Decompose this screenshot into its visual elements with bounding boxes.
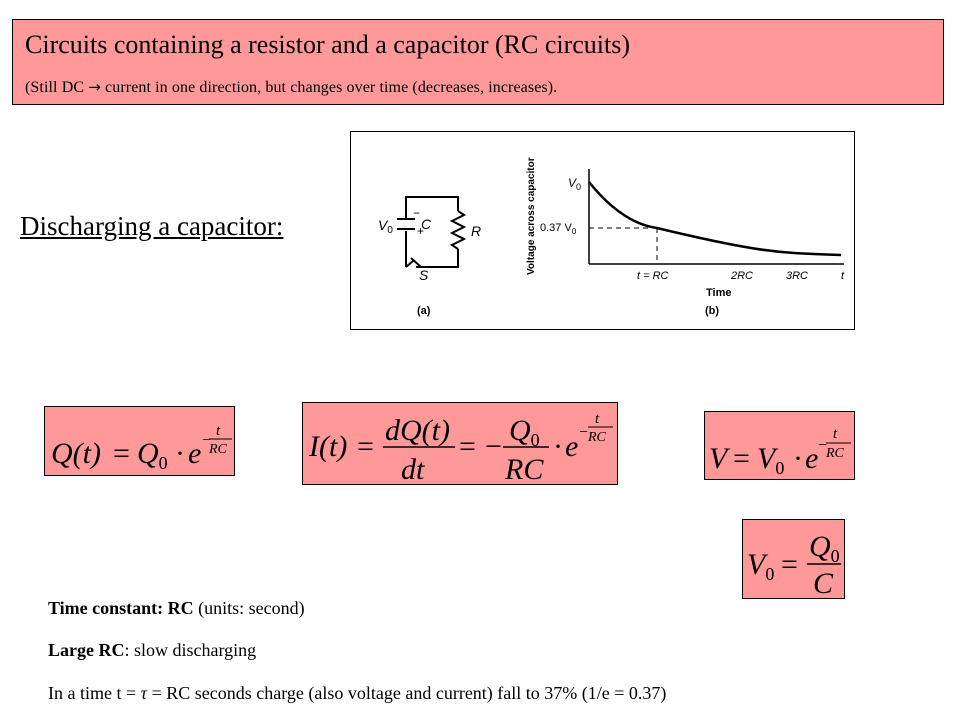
section-heading: Discharging a capacitor: xyxy=(20,211,284,241)
tick-label: 2RC xyxy=(730,270,753,282)
svg-text:Q0: Q0 xyxy=(809,530,840,566)
current-equation: I(t) = dQ(t) dt = − Q0 RC · e − t RC xyxy=(308,411,613,484)
note-time-constant-rest: (units: second) xyxy=(193,598,305,618)
svg-text:=: = xyxy=(113,437,130,470)
caption-a: (a) xyxy=(417,305,431,317)
tick-label: t xyxy=(841,270,845,282)
tau-symbol: τ xyxy=(140,683,148,703)
tick-label: 3RC xyxy=(786,270,808,282)
switch-contact xyxy=(405,260,414,268)
svg-text:V0: V0 xyxy=(757,442,784,478)
note-decay-part-a: In a time t = xyxy=(48,683,141,703)
svg-text:RC: RC xyxy=(825,446,845,461)
svg-text:dt: dt xyxy=(401,453,425,484)
rc-figure-drawing: V0 − + C R S (a) Voltage across capacito… xyxy=(378,157,845,317)
graph-axes xyxy=(588,169,844,265)
svg-text:−: − xyxy=(485,430,502,463)
v0-equation: V0 = Q0 C xyxy=(747,530,841,598)
graph-ylabel: Voltage across capacitor xyxy=(526,157,537,275)
graph-x-ticks: t = RC 2RC 3RC t xyxy=(637,270,845,282)
svg-text:t: t xyxy=(833,426,838,442)
graph-xlabel: Time xyxy=(706,287,731,299)
circuit-v0-label: V0 xyxy=(378,217,393,236)
note-time-constant-bold: Time constant: RC xyxy=(48,598,194,618)
svg-text:Q(t): Q(t) xyxy=(51,437,101,470)
v0-equation-box: V0 = Q0 C xyxy=(742,519,845,599)
svg-text:V0: V0 xyxy=(747,548,774,584)
svg-text:−: − xyxy=(818,437,827,454)
slide-title: Circuits containing a resistor and a cap… xyxy=(25,30,631,59)
right-arrow-icon: → xyxy=(88,78,101,96)
current-equation-box: I(t) = dQ(t) dt = − Q0 RC · e − t RC xyxy=(302,402,618,485)
switch-label: S xyxy=(419,267,429,283)
circuit-diagram xyxy=(397,196,467,268)
svg-text:RC: RC xyxy=(504,453,544,484)
note-decay-37: In a time t = τ = RC seconds charge (als… xyxy=(48,683,666,704)
caption-b: (b) xyxy=(705,305,719,317)
plus-sign: + xyxy=(417,224,424,238)
tick-label: t = RC xyxy=(637,270,669,282)
svg-text:·: · xyxy=(175,437,185,470)
svg-text:V: V xyxy=(709,442,731,475)
svg-text:=: = xyxy=(357,430,374,463)
note-large-rc: Large RC: slow discharging xyxy=(48,640,256,661)
svg-text:e: e xyxy=(565,430,578,463)
note-time-constant: Time constant: RC (units: second) xyxy=(48,598,305,619)
resistor-zigzag xyxy=(449,210,467,250)
decay-curve xyxy=(588,181,842,257)
svg-text:C: C xyxy=(813,567,834,598)
svg-text:·: · xyxy=(793,442,803,475)
note-large-rc-rest: : slow discharging xyxy=(124,640,257,660)
svg-text:I(t): I(t) xyxy=(308,430,347,463)
subtitle-prefix: (Still DC xyxy=(25,79,85,96)
resistor-label: R xyxy=(471,223,481,239)
graph-v0-label: V0 xyxy=(568,176,581,192)
charge-equation-box: Q(t) = Q0 · e − t RC xyxy=(44,406,235,476)
rc-guide-lines xyxy=(589,227,658,264)
svg-text:RC: RC xyxy=(587,430,607,445)
svg-text:dQ(t): dQ(t) xyxy=(385,414,450,447)
svg-text:RC: RC xyxy=(208,442,228,457)
svg-text:=: = xyxy=(781,548,798,581)
svg-text:=: = xyxy=(733,442,750,475)
svg-text:e: e xyxy=(805,442,818,475)
voltage-equation: V = V0 · e − t RC xyxy=(709,426,851,478)
minus-sign: − xyxy=(413,206,420,220)
svg-text:−: − xyxy=(579,424,588,441)
svg-text:t: t xyxy=(216,423,221,439)
voltage-equation-box: V = V0 · e − t RC xyxy=(704,411,855,480)
charge-equation: Q(t) = Q0 · e − t RC xyxy=(51,423,232,473)
svg-text:t: t xyxy=(595,411,600,427)
svg-text:·: · xyxy=(553,430,563,463)
note-decay-part-b: = RC seconds charge (also voltage and cu… xyxy=(147,683,667,703)
title-box: Circuits containing a resistor and a cap… xyxy=(12,19,944,105)
svg-text:−: − xyxy=(202,432,211,449)
svg-text:Q0: Q0 xyxy=(137,437,168,473)
rc-figure: V0 − + C R S (a) Voltage across capacito… xyxy=(350,131,855,330)
svg-text:e: e xyxy=(188,437,201,470)
capacitor-label: C xyxy=(421,216,432,232)
svg-text:=: = xyxy=(459,430,476,463)
graph-037v0-label: 0.37 V0 xyxy=(540,222,577,236)
svg-text:Q0: Q0 xyxy=(509,414,540,450)
slide-subtitle: (Still DC → current in one direction, bu… xyxy=(25,78,557,97)
note-large-rc-bold: Large RC xyxy=(48,640,125,660)
subtitle-suffix: current in one direction, but changes ov… xyxy=(105,79,558,96)
